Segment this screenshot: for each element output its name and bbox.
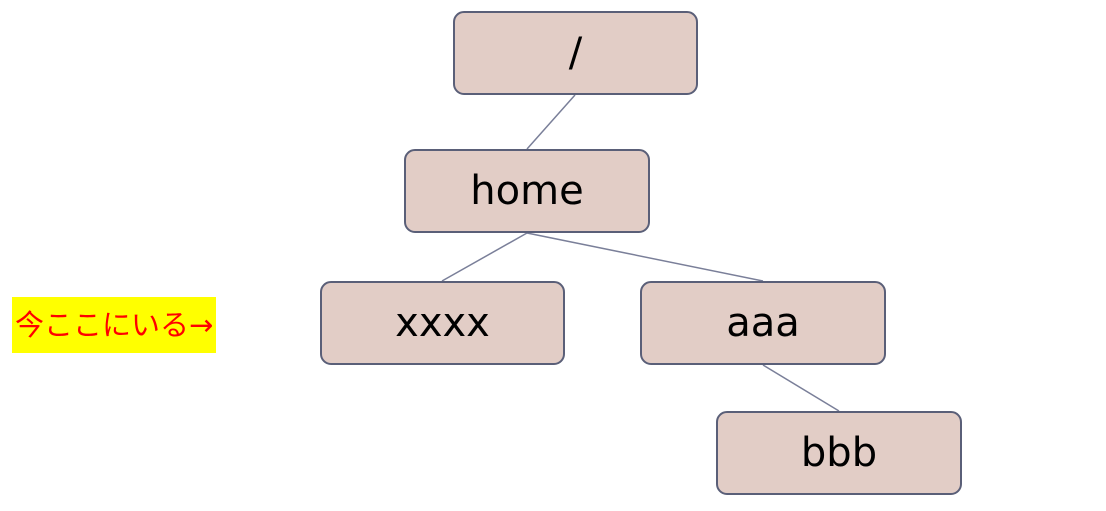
current-location-annotation: 今ここにいる→ [12, 297, 217, 353]
edge-aaa-bbb [762, 364, 840, 412]
edge-root-home [526, 94, 576, 150]
node-xxxx[interactable]: xxxx [320, 281, 565, 365]
node-root[interactable]: / [453, 11, 698, 95]
edge-home-aaa [526, 232, 764, 282]
node-bbb[interactable]: bbb [716, 411, 962, 495]
edge-home-xxxx [441, 232, 528, 282]
node-root-label: / [568, 30, 583, 76]
node-aaa[interactable]: aaa [640, 281, 886, 365]
node-bbb-label: bbb [800, 430, 878, 476]
node-aaa-label: aaa [726, 300, 800, 346]
node-home-label: home [470, 168, 584, 214]
node-home[interactable]: home [404, 149, 650, 233]
node-xxxx-label: xxxx [395, 300, 490, 346]
